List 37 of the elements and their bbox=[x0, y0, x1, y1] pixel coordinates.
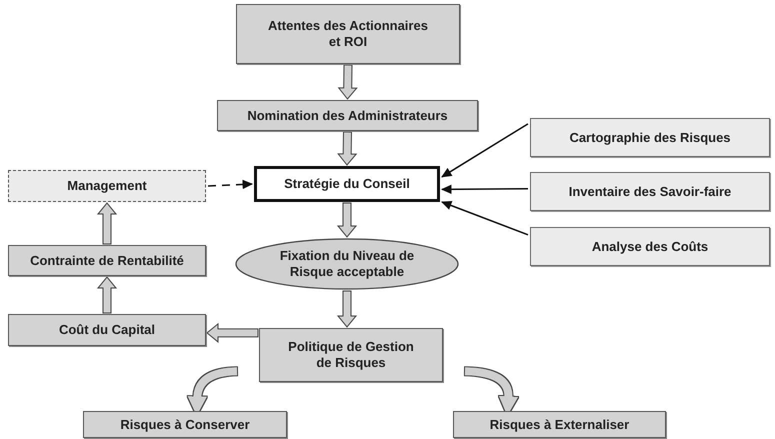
node-label: Fixation du Niveau de Risque acceptable bbox=[278, 248, 416, 280]
strategy-box bbox=[254, 166, 440, 202]
node-label: Management bbox=[66, 178, 148, 194]
block-arrow bbox=[96, 202, 118, 244]
process-box bbox=[217, 100, 478, 131]
process-box bbox=[83, 411, 287, 438]
dashed-box bbox=[8, 170, 206, 202]
ellipse-node bbox=[235, 238, 459, 290]
dashed-arrow bbox=[208, 180, 254, 190]
process-box bbox=[8, 314, 206, 346]
block-arrow bbox=[336, 202, 358, 238]
block-arrow bbox=[206, 322, 258, 343]
node-label: Cartographie des Risques bbox=[568, 130, 732, 146]
node-label: Analyse des Coûts bbox=[590, 238, 710, 254]
node-label: Risques à Externaliser bbox=[488, 416, 630, 432]
input-box bbox=[530, 227, 770, 266]
arrow bbox=[441, 200, 528, 236]
node-label: Attentes des Actionnaires et ROI bbox=[267, 18, 429, 50]
process-box bbox=[8, 245, 206, 276]
node-label: Risques à Conserver bbox=[119, 416, 251, 432]
arrow bbox=[441, 123, 528, 178]
node-label: Stratégie du Conseil bbox=[283, 176, 411, 192]
node-label: Nomination des Administrateurs bbox=[246, 108, 449, 124]
node-label: Inventaire des Savoir-faire bbox=[568, 184, 732, 200]
input-box bbox=[530, 118, 770, 157]
node-label: Coût du Capital bbox=[58, 322, 156, 338]
block-arrow bbox=[337, 131, 358, 166]
process-box bbox=[453, 411, 666, 438]
block-arrow bbox=[336, 290, 358, 328]
node-label: Contrainte de Rentabilité bbox=[29, 252, 185, 268]
process-box bbox=[259, 328, 443, 382]
process-box bbox=[236, 4, 460, 64]
arrow bbox=[440, 184, 528, 194]
input-box bbox=[530, 172, 770, 211]
block-arrow bbox=[96, 276, 118, 314]
block-arrow bbox=[338, 64, 358, 100]
node-label: Politique de Gestion de Risques bbox=[287, 339, 415, 371]
